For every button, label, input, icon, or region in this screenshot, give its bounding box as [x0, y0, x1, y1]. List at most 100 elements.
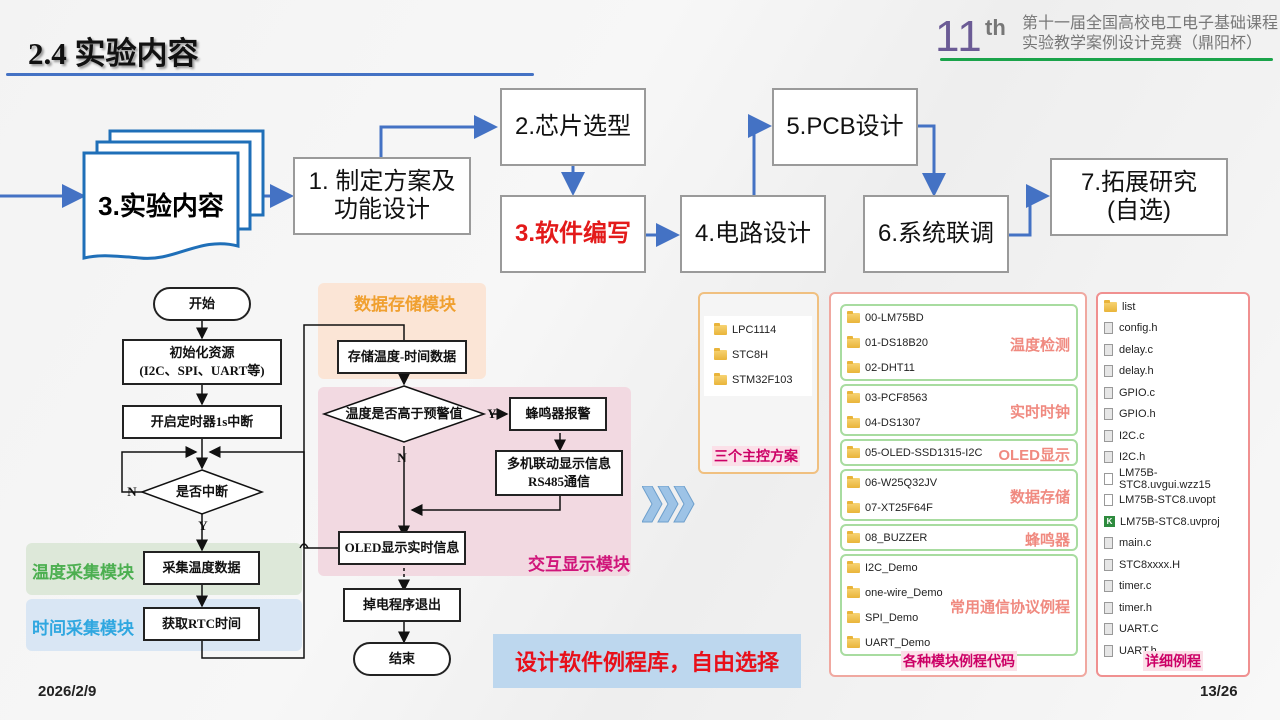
- folder-icon: [1104, 299, 1117, 312]
- step-1-line-2: 功能设计: [334, 196, 430, 223]
- module-folder-item[interactable]: one-wire_Demo: [847, 585, 943, 601]
- folder-icon: [847, 611, 860, 623]
- step-1-box[interactable]: 1. 制定方案及 功能设计: [293, 157, 471, 235]
- file-icon: [1104, 386, 1113, 399]
- folder-icon: [847, 336, 860, 348]
- mcu-item[interactable]: LPC1114: [714, 322, 802, 338]
- arrow-step5-to-step6: [916, 124, 946, 197]
- competition-line-1: 第十一届全国高校电工电子基础课程: [1022, 15, 1279, 32]
- module-folder-item[interactable]: 00-LM75BD: [847, 310, 924, 326]
- module-group-label: OLED显示: [998, 446, 1070, 464]
- chevron-right-icon: [642, 486, 695, 523]
- file-icon: [1104, 558, 1113, 571]
- temp-module-label: 温度采集模块: [32, 563, 134, 582]
- module-folder-item[interactable]: 02-DHT11: [847, 360, 915, 376]
- step-1-line-1: 1. 制定方案及: [308, 168, 456, 195]
- arrow-step6-to-step7: [1008, 184, 1050, 237]
- step-4-label: 4.电路设计: [694, 220, 811, 247]
- get-rtc-time-box: 获取RTC时间: [143, 607, 260, 641]
- detail-file-item[interactable]: config.h: [1104, 318, 1248, 340]
- folder-icon: [847, 561, 860, 573]
- file-icon: [1104, 601, 1113, 614]
- mcu-item[interactable]: STC8H: [714, 347, 802, 363]
- file-icon: [1104, 644, 1113, 657]
- folder-icon: [714, 373, 727, 385]
- detail-file-item[interactable]: list: [1104, 296, 1248, 318]
- folder-icon: [847, 361, 860, 373]
- temperature-yes-label: Y: [487, 406, 497, 421]
- buzzer-alarm-box: 蜂鸣器报警: [509, 397, 607, 431]
- multi-line-2: RS485通信: [527, 474, 591, 489]
- main-document-label: 3.实验内容: [98, 191, 224, 221]
- folder-icon: [714, 323, 727, 335]
- blank-file-icon: [1104, 494, 1113, 507]
- detail-file-item[interactable]: timer.h: [1104, 597, 1248, 619]
- folder-icon: [714, 348, 727, 360]
- step-5-box[interactable]: 5.PCB设计: [772, 88, 918, 166]
- flowchart-connectors: [121, 318, 566, 659]
- detail-panel-caption: 详细例程: [1143, 651, 1203, 671]
- page-number: 13/26: [1200, 683, 1238, 700]
- detail-file-item[interactable]: LM75B-STC8.uvgui.wzz15: [1104, 467, 1248, 491]
- detail-file-item[interactable]: GPIO.c: [1104, 382, 1248, 404]
- mcu-list: LPC1114 STC8H STM32F103: [704, 316, 812, 396]
- module-group: 00-LM75BD 01-DS18B20 02-DHT11 温度检测: [840, 304, 1078, 381]
- step-7-line-1: 7.拓展研究: [1080, 169, 1197, 196]
- module-folder-item[interactable]: 06-W25Q32JV: [847, 475, 937, 491]
- detail-file-item[interactable]: I2C.h: [1104, 447, 1248, 469]
- step-2-label: 2.芯片选型: [514, 113, 631, 140]
- project-file-icon: K: [1104, 516, 1115, 528]
- mcu-panel-caption: 三个主控方案: [712, 446, 800, 466]
- step-7-line-2: (自选): [1107, 197, 1171, 224]
- step-4-box[interactable]: 4.电路设计: [680, 195, 826, 273]
- detail-file-item[interactable]: timer.c: [1104, 576, 1248, 598]
- mcu-panel: LPC1114 STC8H STM32F103 三个主控方案: [698, 292, 819, 474]
- temperature-decision-label: 温度是否高于预警值: [345, 406, 463, 421]
- module-folder-item[interactable]: 04-DS1307: [847, 415, 921, 431]
- step-2-box[interactable]: 2.芯片选型: [500, 88, 646, 166]
- storage-module-label: 数据存储模块: [354, 295, 456, 314]
- competition-name: 第十一届全国高校电工电子基础课程 实验教学案例设计竞赛（鼎阳杯）: [1022, 14, 1278, 54]
- time-module-label: 时间采集模块: [32, 619, 134, 638]
- collect-temperature-box: 采集温度数据: [143, 551, 260, 585]
- oled-display-box: OLED显示实时信息: [338, 531, 466, 565]
- slide-title: 2.4 实验内容: [28, 36, 199, 71]
- detail-file-item[interactable]: delay.h: [1104, 361, 1248, 383]
- arrow-step1-to-step2: [379, 115, 498, 158]
- step-3-box[interactable]: 3.软件编写: [500, 195, 646, 273]
- detail-file-item[interactable]: GPIO.h: [1104, 404, 1248, 426]
- slide-date: 2026/2/9: [38, 683, 97, 700]
- multi-line-1: 多机联动显示信息: [506, 456, 611, 471]
- module-folder-item[interactable]: SPI_Demo: [847, 610, 918, 626]
- module-folder-item[interactable]: 01-DS18B20: [847, 335, 928, 351]
- folder-icon: [847, 501, 860, 513]
- detail-file-item[interactable]: LM75B-STC8.uvopt: [1104, 490, 1248, 512]
- step-7-box[interactable]: 7.拓展研究 (自选): [1050, 158, 1228, 236]
- detail-file-item[interactable]: STC8xxxx.H: [1104, 554, 1248, 576]
- step-6-box[interactable]: 6.系统联调: [863, 195, 1009, 273]
- module-folder-item[interactable]: 08_BUZZER: [847, 530, 927, 546]
- module-folder-item[interactable]: I2C_Demo: [847, 560, 918, 576]
- detail-file-item[interactable]: main.c: [1104, 533, 1248, 555]
- mcu-item[interactable]: STM32F103: [714, 372, 802, 388]
- folder-icon: [847, 476, 860, 488]
- interrupt-decision-label: 是否中断: [175, 484, 228, 499]
- module-folder-item[interactable]: 03-PCF8563: [847, 390, 927, 406]
- file-icon: [1104, 365, 1113, 378]
- module-group-label: 蜂鸣器: [1024, 531, 1070, 549]
- module-group-label: 数据存储: [1009, 489, 1070, 506]
- module-folder-item[interactable]: 05-OLED-SSD1315-I2C: [847, 445, 982, 461]
- folder-icon: [847, 636, 860, 648]
- detail-file-item[interactable]: UART.C: [1104, 619, 1248, 641]
- module-folder-item[interactable]: 07-XT25F64F: [847, 500, 933, 516]
- detail-file-item[interactable]: delay.c: [1104, 339, 1248, 361]
- folder-icon: [847, 531, 860, 543]
- file-icon: [1104, 343, 1113, 356]
- module-folder-item[interactable]: UART_Demo: [847, 635, 930, 651]
- module-group-label: 温度检测: [1009, 336, 1070, 354]
- interrupt-decision-diamond: [139, 469, 265, 515]
- init-line-2: (I2C、SPI、UART等): [139, 363, 265, 378]
- detail-file-item[interactable]: I2C.c: [1104, 425, 1248, 447]
